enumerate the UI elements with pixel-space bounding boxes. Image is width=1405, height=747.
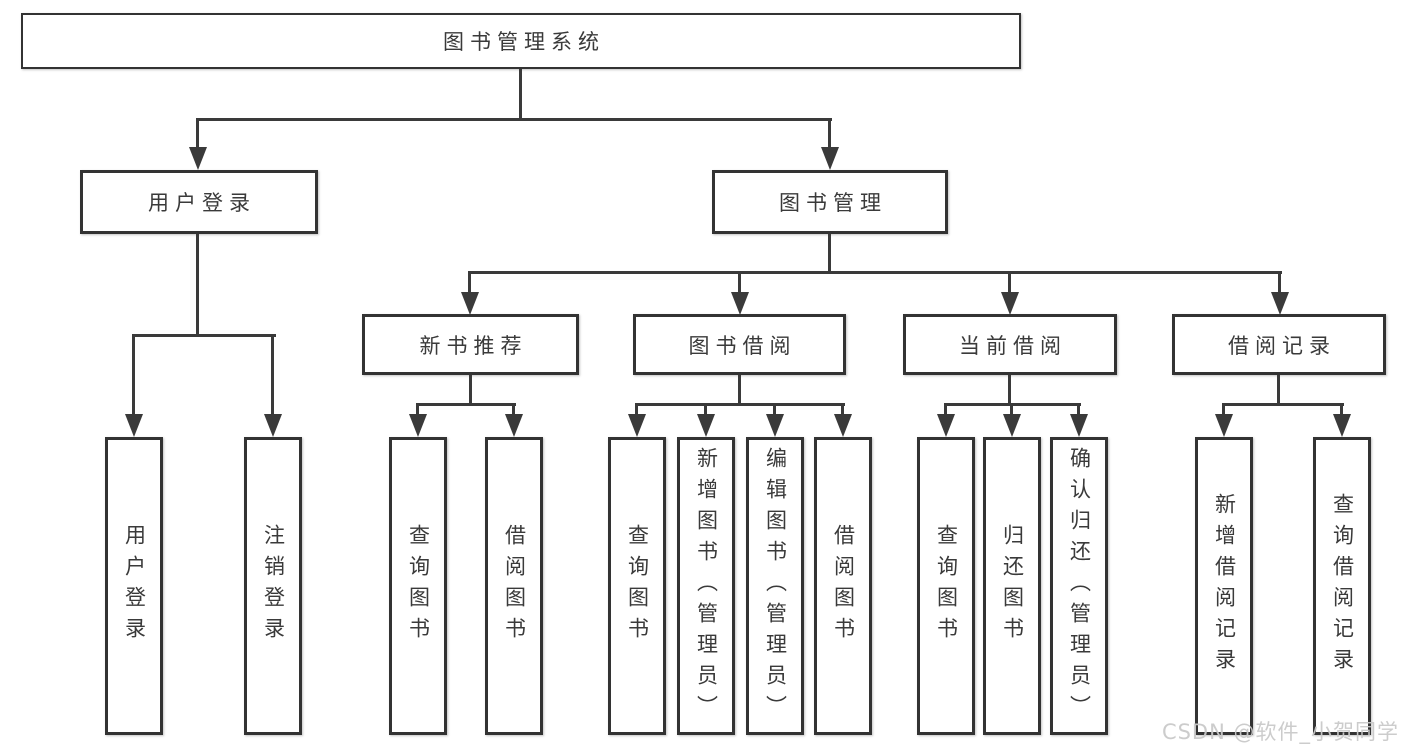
connector-book-borrow-hline [635,403,845,406]
connector-book-mgmt-hline [468,271,1282,274]
connector-borrow-records-vline [1277,375,1280,406]
node-current-borrow: 当前借阅 [903,314,1117,375]
leaf-logout: 注销登录 [244,437,302,735]
node-label: 新增图书（管理员） [694,446,719,726]
connector-book-mgmt-vline [828,234,831,274]
arrow-down-icon [1333,414,1351,437]
arrow-stem [828,118,831,150]
arrow-down-icon [1001,292,1019,315]
arrow-down-icon [1271,292,1289,315]
connector-new-book-hline [416,403,516,406]
arrow-stem [271,334,274,416]
connector-user-login-hline [132,334,276,337]
arrow-down-icon [821,147,839,170]
arrow-down-icon [1070,414,1088,437]
node-label: 当前借阅 [959,333,1067,358]
node-label: 新增借阅记录 [1212,493,1237,679]
arrow-down-icon [1215,414,1233,437]
node-label: 查询图书 [406,524,431,648]
node-label: 图书管理 [779,191,887,215]
leaf-query-book-current: 查询图书 [917,437,975,735]
arrow-stem [635,403,638,416]
node-label: 借阅图书 [502,524,527,648]
node-book-management: 图书管理 [712,170,948,234]
arrow-stem [1278,271,1281,295]
arrow-stem [132,334,135,416]
arrow-stem [704,403,707,416]
arrow-stem [416,403,419,416]
connector-root-vline [519,69,522,121]
node-label: 图书借阅 [688,333,797,358]
csdn-watermark: CSDN @软件_小贺同学 [1161,720,1399,744]
node-label: 用户登录 [148,191,256,215]
node-label: 查询图书 [934,524,959,648]
node-root-library-system: 图书管理系统 [21,13,1021,69]
arrow-stem [738,271,741,295]
connector-book-borrow-vline [738,375,741,406]
arrow-stem [1077,403,1080,416]
leaf-return-book: 归还图书 [983,437,1041,735]
connector-current-borrow-vline [1008,375,1011,406]
arrow-stem [1222,403,1225,416]
connector-borrow-records-hline [1222,403,1344,406]
node-label: 新书推荐 [419,333,528,358]
connector-root-hline [196,118,832,121]
arrow-down-icon [125,414,143,437]
node-new-book-recommend: 新书推荐 [362,314,579,375]
node-book-borrow: 图书借阅 [633,314,846,375]
arrow-stem [1010,403,1013,416]
arrow-down-icon [409,414,427,437]
arrow-down-icon [628,414,646,437]
arrow-down-icon [937,414,955,437]
node-label: 用户登录 [122,524,147,648]
arrow-stem [841,403,844,416]
leaf-query-book-recommend: 查询图书 [389,437,447,735]
arrow-stem [196,118,199,150]
leaf-query-borrow-record: 查询借阅记录 [1313,437,1371,735]
arrow-down-icon [731,292,749,315]
leaf-confirm-return-admin: 确认归还（管理员） [1050,437,1108,735]
arrow-down-icon [461,292,479,315]
leaf-query-book-borrow: 查询图书 [608,437,666,735]
arrow-down-icon [697,414,715,437]
arrow-stem [773,403,776,416]
leaf-borrow-book-recommend: 借阅图书 [485,437,543,735]
node-label: 确认归还（管理员） [1067,446,1092,726]
leaf-borrow-book: 借阅图书 [814,437,872,735]
leaf-add-borrow-record: 新增借阅记录 [1195,437,1253,735]
node-label: 归还图书 [1000,524,1025,648]
node-label: 图书管理系统 [443,30,605,54]
node-user-login: 用户登录 [80,170,318,234]
node-label: 借阅记录 [1228,333,1336,358]
arrow-down-icon [766,414,784,437]
arrow-down-icon [834,414,852,437]
arrow-stem [1340,403,1343,416]
leaf-user-login: 用户登录 [105,437,163,735]
node-label: 编辑图书（管理员） [763,446,788,726]
arrow-down-icon [264,414,282,437]
node-label: 查询借阅记录 [1330,493,1355,679]
arrow-down-icon [1003,414,1021,437]
node-borrow-records: 借阅记录 [1172,314,1386,375]
arrow-down-icon [505,414,523,437]
node-label: 注销登录 [261,524,286,648]
arrow-stem [1008,271,1011,295]
connector-new-book-vline [469,375,472,406]
leaf-edit-book-admin: 编辑图书（管理员） [746,437,804,735]
arrow-stem [512,403,515,416]
arrow-stem [944,403,947,416]
arrow-down-icon [189,147,207,170]
arrow-stem [468,271,471,295]
connector-user-login-vline [196,234,199,337]
leaf-add-book-admin: 新增图书（管理员） [677,437,735,735]
node-label: 查询图书 [625,524,650,648]
node-label: 借阅图书 [831,524,856,648]
